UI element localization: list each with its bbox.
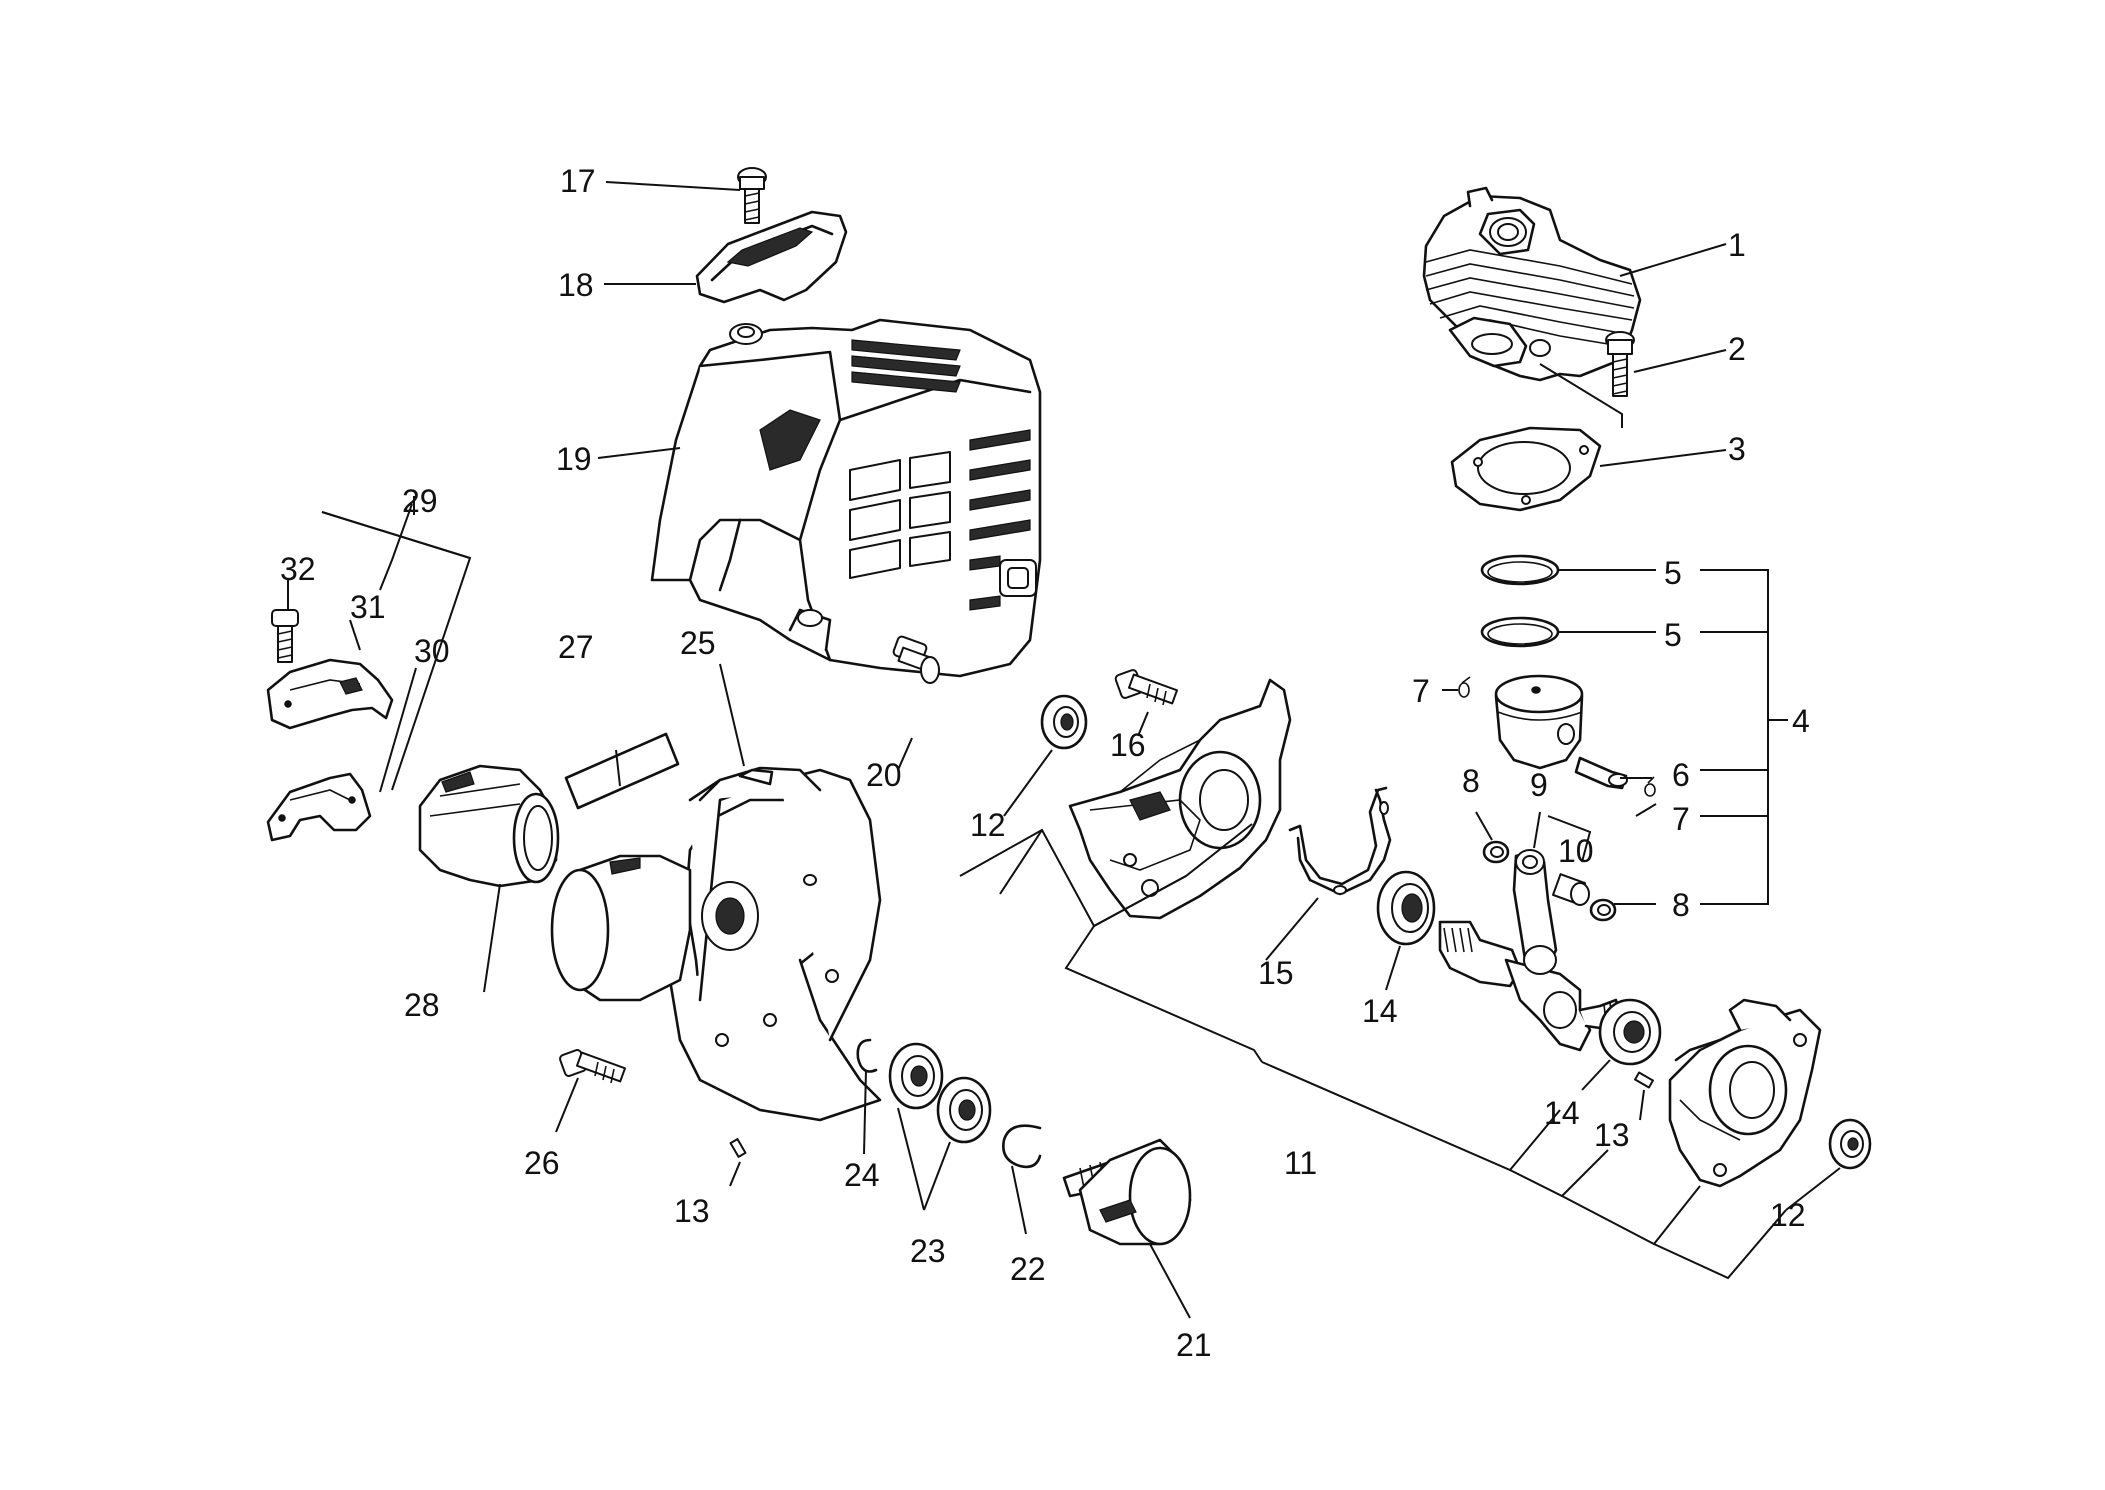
part-23-bearing-b xyxy=(936,1076,992,1144)
callout-24: 24 xyxy=(844,1157,880,1193)
part-15-crankcase-gasket xyxy=(1288,786,1392,896)
part-28-intake-tube xyxy=(418,764,560,888)
part-26-bolt xyxy=(559,1049,627,1084)
part-2-bolt xyxy=(1605,331,1635,397)
callout-15: 15 xyxy=(1258,955,1294,991)
callout-9: 9 xyxy=(1530,767,1548,803)
part-14-bearing-a xyxy=(1376,870,1436,946)
callout-3: 3 xyxy=(1728,431,1746,467)
part-32-bolt xyxy=(271,609,299,663)
callout-7a: 7 xyxy=(1412,673,1430,709)
callout-27: 27 xyxy=(558,629,594,665)
part-13-pin-b xyxy=(1634,1071,1654,1089)
part-31-upper-clamp xyxy=(266,658,394,730)
callout-5a: 5 xyxy=(1664,555,1682,591)
part-21-clutch-drum xyxy=(1062,1138,1192,1246)
callout-16: 16 xyxy=(1110,727,1146,763)
callout-23: 23 xyxy=(910,1233,946,1269)
part-crankcase-half-left xyxy=(1068,678,1292,920)
callout-labels: 17 18 19 1 2 3 5 5 4 7 6 7 8 9 10 8 12 1… xyxy=(280,163,1810,1363)
part-8-washer-a xyxy=(1482,840,1510,864)
callout-14b: 14 xyxy=(1544,1095,1580,1131)
callout-26: 26 xyxy=(524,1145,560,1181)
part-7-clip-b xyxy=(1644,776,1656,797)
callout-7b: 7 xyxy=(1672,801,1690,837)
part-5-piston-rings xyxy=(1480,554,1560,648)
part-12-oil-seal-a xyxy=(1040,694,1088,750)
part-25-housing-nozzle xyxy=(550,854,692,1002)
part-25-fan-housing xyxy=(668,766,882,1122)
callout-2: 2 xyxy=(1728,331,1746,367)
callout-21: 21 xyxy=(1176,1327,1212,1363)
part-24-circlip xyxy=(856,1038,878,1073)
callout-5b: 5 xyxy=(1664,617,1682,653)
part-13-pin-a xyxy=(729,1138,747,1158)
callout-19: 19 xyxy=(556,441,592,477)
part-14-bearing-b xyxy=(1598,998,1662,1066)
callout-22: 22 xyxy=(1010,1251,1046,1287)
callout-1: 1 xyxy=(1728,227,1746,263)
callout-25: 25 xyxy=(680,625,716,661)
callout-8b: 8 xyxy=(1672,887,1690,923)
callout-8a: 8 xyxy=(1462,763,1480,799)
callout-20: 20 xyxy=(866,757,902,793)
callout-12a: 12 xyxy=(970,807,1006,843)
part-4-piston xyxy=(1494,674,1584,770)
part-7-clip-a xyxy=(1458,676,1471,698)
callout-28: 28 xyxy=(404,987,440,1023)
callout-17: 17 xyxy=(560,163,596,199)
callout-14a: 14 xyxy=(1362,993,1398,1029)
part-10-needle-bearing xyxy=(1552,873,1590,906)
callout-11: 11 xyxy=(1284,1145,1317,1181)
part-30-lower-clamp xyxy=(266,772,372,842)
part-18-cap xyxy=(695,210,848,304)
callout-4: 4 xyxy=(1792,703,1810,739)
part-1-cylinder xyxy=(1422,186,1642,382)
part-17-screw xyxy=(737,167,767,224)
callout-12b: 12 xyxy=(1770,1197,1806,1233)
callout-13a: 13 xyxy=(674,1193,710,1229)
callout-31: 31 xyxy=(350,589,386,625)
part-16-bolt xyxy=(1114,669,1179,706)
part-19-engine-cover xyxy=(650,318,1042,678)
part-6-pin xyxy=(1574,756,1628,790)
callout-29: 29 xyxy=(402,483,438,519)
callout-10: 10 xyxy=(1558,833,1594,869)
part-11-crankshaft xyxy=(1438,849,1622,1052)
part-20-screw xyxy=(892,635,940,684)
callout-32: 32 xyxy=(280,551,316,587)
callout-18: 18 xyxy=(558,267,594,303)
callout-6: 6 xyxy=(1672,757,1690,793)
part-crankcase-half-right xyxy=(1668,998,1822,1188)
part-12-oil-seal-b xyxy=(1828,1118,1872,1170)
part-22-circlip xyxy=(1002,1124,1042,1169)
part-23-bearing-a xyxy=(888,1042,944,1110)
callout-13b: 13 xyxy=(1594,1117,1630,1153)
part-27-decal xyxy=(564,732,680,810)
part-3-gasket xyxy=(1450,426,1602,512)
callout-30: 30 xyxy=(414,633,450,669)
leader-lines xyxy=(287,181,1841,1319)
part-8-washer-b xyxy=(1589,898,1617,922)
